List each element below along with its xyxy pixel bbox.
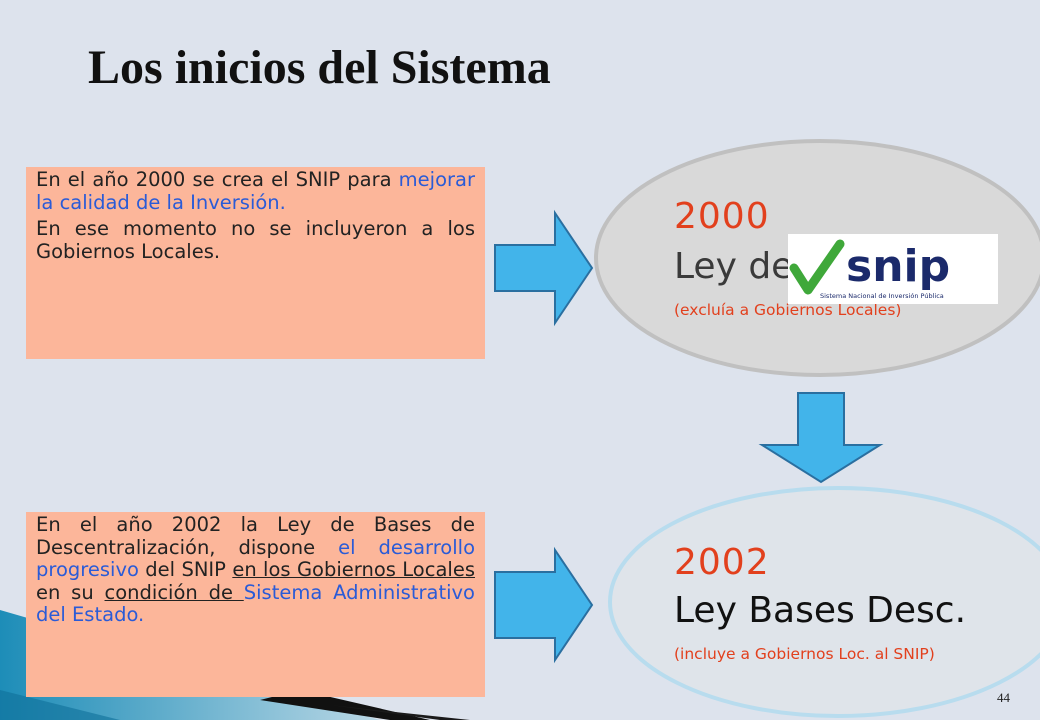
block-arrow-icon <box>494 209 594 327</box>
text-plain: en su <box>36 580 105 604</box>
page-title: Los inicios del Sistema <box>88 41 551 94</box>
text-underlined: en los Gobiernos Locales <box>232 558 475 581</box>
text-plain: En el año 2000 se crea el SNIP para <box>36 168 399 191</box>
text-highlight: mejorar la calidad de la Inversión. <box>36 168 475 214</box>
text-highlight: Sistema Administrativo del Estado. <box>36 580 475 626</box>
slide-number: 44 <box>997 690 1010 705</box>
corner-wedge-dark <box>0 690 120 720</box>
note-2002: (incluye a Gobiernos Loc. al SNIP) <box>674 645 935 663</box>
law-2000: Ley de <box>674 246 794 287</box>
law-2002: Ley Bases Desc. <box>674 590 967 631</box>
year-2002: 2002 <box>674 542 770 583</box>
block-arrow-icon <box>758 392 884 484</box>
note-2000: (excluía a Gobiernos Locales) <box>674 301 902 319</box>
textbox-2000: En el año 2000 se crea el SNIP para mejo… <box>26 167 485 359</box>
textbox-2002: En el año 2002 la Ley de Bases de Descen… <box>26 512 485 697</box>
text-plain: En el año 2002 la Ley de Bases de Descen… <box>36 513 475 559</box>
text-underlined: condición de <box>104 580 244 604</box>
logo-text: snip <box>846 241 950 292</box>
block-arrow-icon <box>494 546 594 664</box>
snip-logo-icon: snip Sistema Nacional de Inversión Públi… <box>788 234 998 304</box>
paragraph-no-local-gov: En ese momento no se incluyeron a los Go… <box>36 217 475 263</box>
logo-tagline: Sistema Nacional de Inversión Pública <box>820 292 944 300</box>
paragraph-decentralization: En el año 2002 la Ley de Bases de Descen… <box>36 513 475 627</box>
text-plain: del SNIP <box>138 558 233 581</box>
paragraph-snip-creation: En el año 2000 se crea el SNIP para mejo… <box>36 168 475 214</box>
text-highlight: el desarrollo progresivo <box>36 535 475 581</box>
corner-black-stripe-2 <box>330 705 470 720</box>
year-2000: 2000 <box>674 196 770 237</box>
oval-2002 <box>608 486 1040 718</box>
